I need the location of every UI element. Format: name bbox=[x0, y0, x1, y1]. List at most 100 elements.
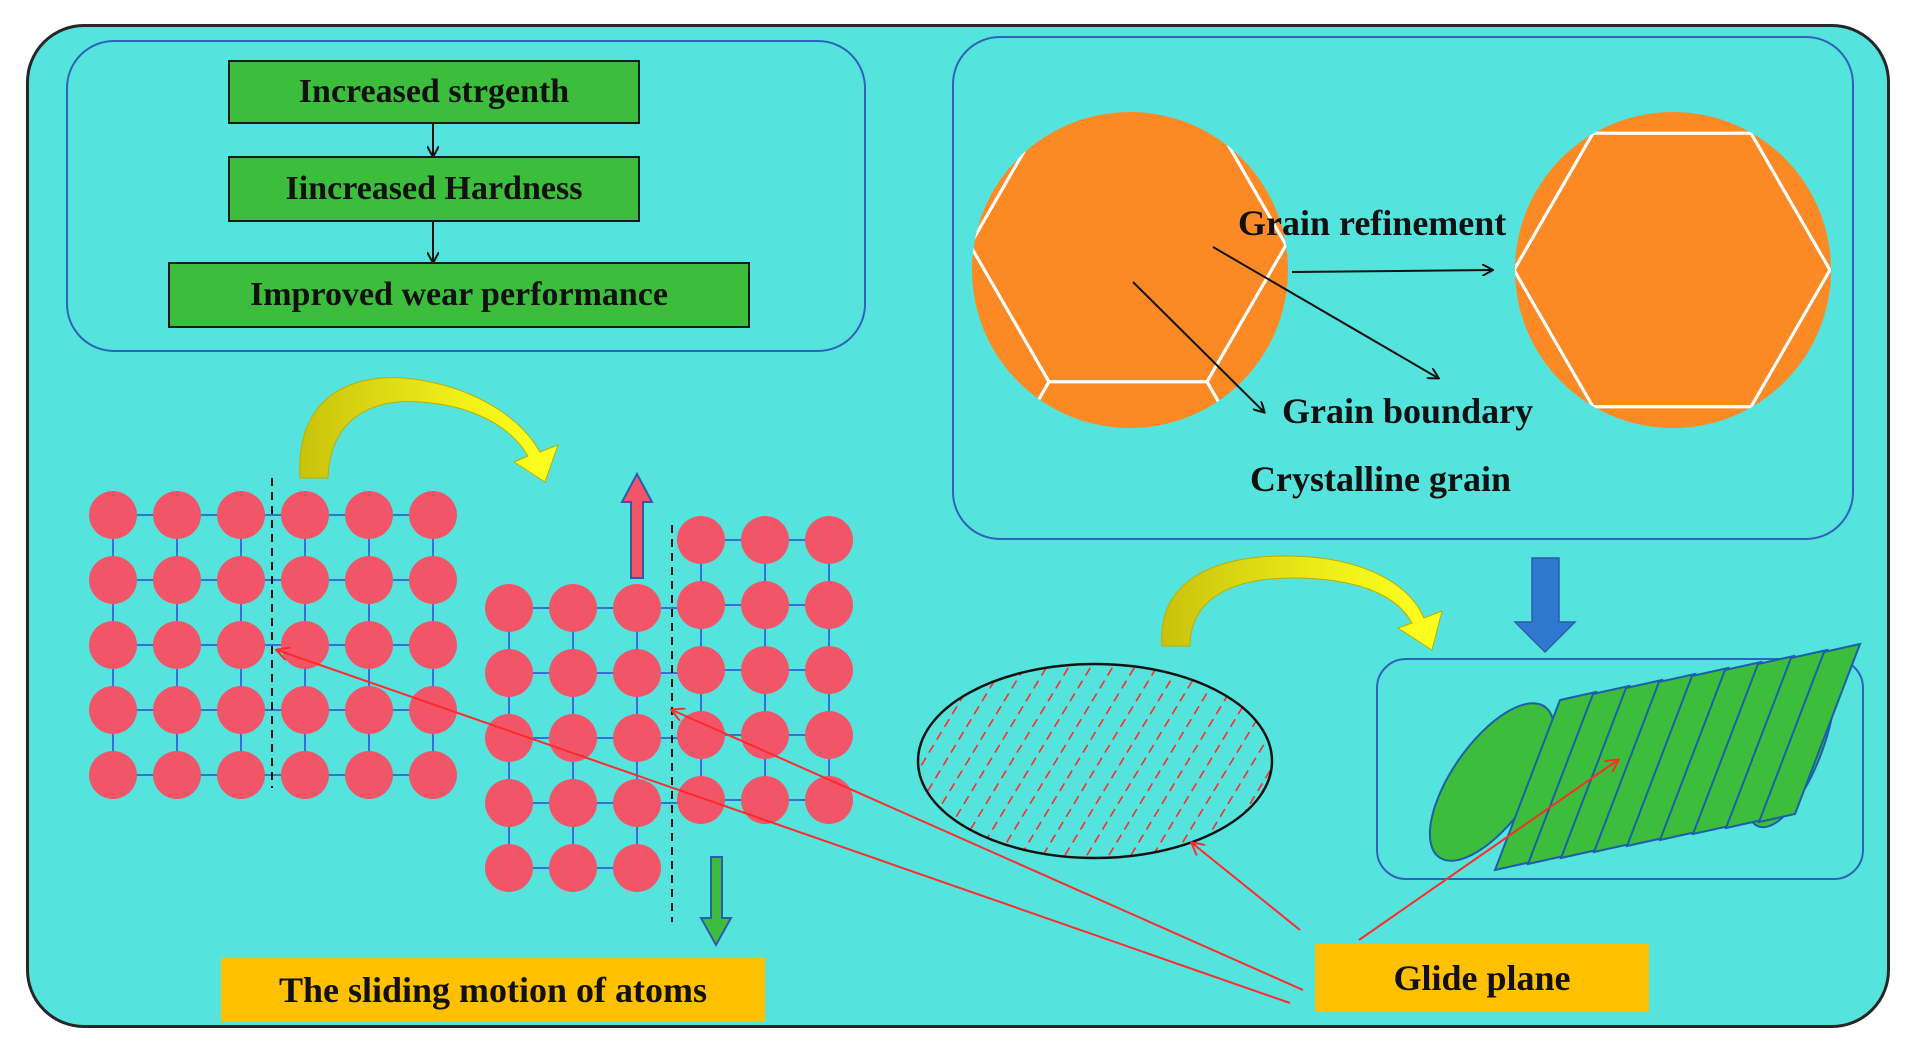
glide-hatch-line bbox=[1055, 664, 1187, 858]
50 bbox=[1749, 112, 1831, 272]
atom bbox=[345, 491, 393, 539]
atom bbox=[281, 491, 329, 539]
flow-step-strength: Increased strgenth bbox=[228, 60, 640, 124]
glide-hatch-line bbox=[1077, 664, 1209, 858]
flow-panel bbox=[66, 40, 866, 352]
atom bbox=[409, 621, 457, 669]
atom bbox=[741, 516, 789, 564]
atom bbox=[153, 491, 201, 539]
atom bbox=[485, 714, 533, 762]
atom-lattices bbox=[89, 491, 853, 892]
down-arrow bbox=[1513, 557, 1577, 654]
atom bbox=[89, 686, 137, 734]
atom bbox=[345, 751, 393, 799]
glide-hatch-line bbox=[1011, 664, 1143, 858]
glide-plane-ellipse-outline bbox=[916, 662, 1274, 860]
pointer-atoms-right bbox=[672, 710, 1304, 991]
boundary-pointer-2 bbox=[1132, 281, 1264, 412]
atom bbox=[805, 581, 853, 629]
pointer-ellipse bbox=[1192, 843, 1301, 931]
boundary-pointer-1 bbox=[1212, 246, 1438, 378]
glide-hatch-line bbox=[1143, 664, 1272, 858]
glide-curve-arrow bbox=[1161, 555, 1443, 651]
atom bbox=[805, 776, 853, 824]
glide-hatch-line bbox=[923, 664, 1055, 858]
atom bbox=[89, 491, 137, 539]
atom bbox=[485, 649, 533, 697]
sliding-motion-caption: The sliding motion of atoms bbox=[221, 958, 765, 1022]
atom bbox=[549, 844, 597, 892]
atom bbox=[409, 556, 457, 604]
atom bbox=[153, 556, 201, 604]
coarse-grain-circle bbox=[972, 112, 1288, 428]
refinement-arrow bbox=[1291, 270, 1492, 272]
glide-hatch-line bbox=[1033, 664, 1165, 858]
glide-hatch-line bbox=[918, 664, 989, 858]
atom bbox=[281, 686, 329, 734]
atom bbox=[549, 649, 597, 697]
sheared-slabs bbox=[1428, 642, 1862, 872]
atom bbox=[805, 711, 853, 759]
atom bbox=[217, 556, 265, 604]
atom bbox=[805, 516, 853, 564]
up-arrow bbox=[620, 471, 654, 579]
atom bbox=[677, 711, 725, 759]
atom bbox=[217, 491, 265, 539]
glide-hatch-line bbox=[945, 664, 1077, 858]
glide-hatch-line bbox=[1099, 664, 1231, 858]
atom bbox=[741, 646, 789, 694]
atoms-curve-arrow bbox=[299, 377, 559, 483]
atom bbox=[741, 776, 789, 824]
atom bbox=[217, 621, 265, 669]
glide-hatch-line bbox=[1187, 664, 1272, 858]
atom bbox=[345, 686, 393, 734]
glide-hatch-line bbox=[1165, 664, 1272, 858]
slip-slab bbox=[1757, 642, 1862, 824]
atom bbox=[89, 621, 137, 669]
glide-hatch-line bbox=[1121, 664, 1253, 858]
grain-boundaries-refined bbox=[1515, 112, 1831, 428]
down-green-arrow bbox=[699, 856, 733, 948]
72 bbox=[1205, 243, 1288, 428]
glide-plane-hatching bbox=[918, 664, 1272, 858]
atom bbox=[549, 714, 597, 762]
grain-boundaries-coarse bbox=[970, 0, 1288, 428]
grain-boundary-label: Grain boundary bbox=[1282, 391, 1534, 431]
50 bbox=[1515, 405, 1831, 428]
atom bbox=[485, 584, 533, 632]
grain-refinement-label: Grain refinement bbox=[1238, 203, 1507, 243]
72 bbox=[970, 0, 1286, 108]
grain-panel bbox=[952, 36, 1854, 540]
atom bbox=[153, 751, 201, 799]
atom bbox=[677, 646, 725, 694]
atom bbox=[741, 581, 789, 629]
atom bbox=[281, 751, 329, 799]
atom bbox=[89, 751, 137, 799]
glide-hatch-line bbox=[918, 664, 1011, 858]
pointer-atoms-left bbox=[277, 650, 1291, 1004]
glide-hatch-line bbox=[989, 664, 1121, 858]
flow-step-hardness: Iincreased Hardness bbox=[228, 156, 640, 222]
atom bbox=[345, 556, 393, 604]
atom bbox=[409, 686, 457, 734]
glide-plane-caption: Glide plane bbox=[1315, 944, 1649, 1012]
refined-grain-circle bbox=[1515, 112, 1831, 428]
atom bbox=[613, 584, 661, 632]
atom bbox=[281, 621, 329, 669]
atom bbox=[409, 751, 457, 799]
atom bbox=[89, 556, 137, 604]
atom bbox=[153, 621, 201, 669]
atom bbox=[677, 516, 725, 564]
atom bbox=[613, 844, 661, 892]
atom bbox=[613, 714, 661, 762]
pointer-slabs bbox=[1358, 760, 1618, 941]
atom bbox=[549, 779, 597, 827]
flow-step-wear: Improved wear performance bbox=[168, 262, 750, 328]
glide-plane-ellipse bbox=[918, 664, 1272, 858]
atom bbox=[281, 556, 329, 604]
atom bbox=[805, 646, 853, 694]
glide-hatch-line bbox=[918, 664, 923, 858]
atom bbox=[345, 621, 393, 669]
atom bbox=[217, 686, 265, 734]
